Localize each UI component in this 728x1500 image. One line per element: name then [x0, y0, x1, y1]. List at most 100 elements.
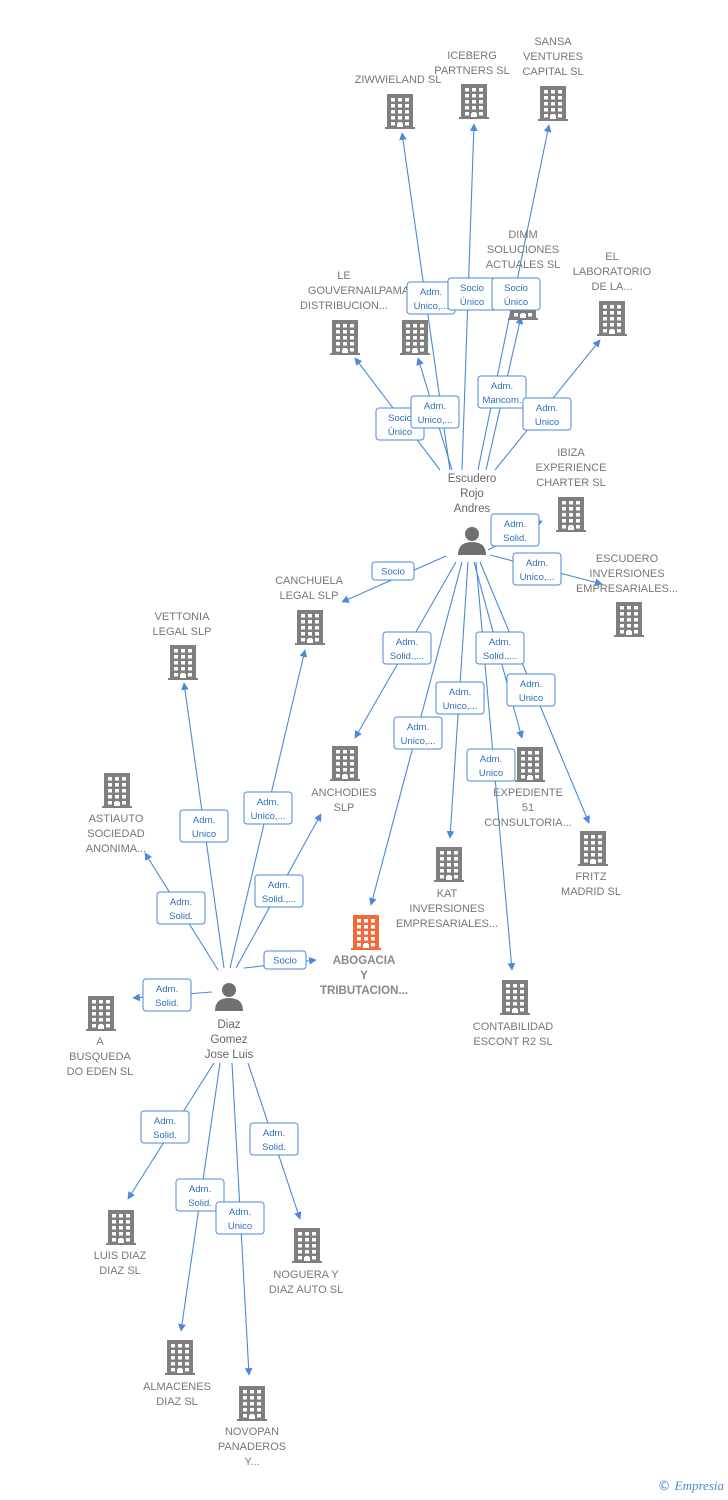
- diaz-label-line: Gomez: [210, 1034, 247, 1046]
- edge-label-text: Adm.: [154, 1116, 176, 1127]
- edge-label-escudero-laboratorio[interactable]: Adm.Unico: [522, 397, 572, 431]
- company-node-expediente[interactable]: EXPEDIENTE51CONSULTORIA...: [484, 747, 572, 829]
- edge-label-escudero-fritz[interactable]: Adm.Unico: [506, 673, 556, 707]
- edge-label-escudero-contabilidad[interactable]: Adm.Unico: [466, 748, 516, 782]
- company-node-contabilidad[interactable]: CONTABILIDAD ESCONT R2 SL: [473, 980, 554, 1048]
- edge-label-text: Único: [388, 427, 412, 438]
- company-node-kat[interactable]: KATINVERSIONESEMPRESARIALES...: [396, 847, 498, 930]
- building-icon: [597, 301, 627, 336]
- escudero_inv-label-line: EMPRESARIALES...: [576, 583, 678, 595]
- edge-label-text: Solid.: [153, 1130, 177, 1141]
- edge-label-diaz-abogacia[interactable]: Socio: [263, 950, 307, 970]
- edge-label-diaz-vettonia[interactable]: Adm.Unico: [179, 809, 229, 843]
- building-icon: [86, 996, 116, 1031]
- building-icon: [295, 610, 325, 645]
- sansa-label-line: SANSA: [534, 36, 572, 48]
- edge-label-diaz-novopan[interactable]: Adm.Unico: [215, 1201, 265, 1235]
- edge-label-text: Adm.: [504, 519, 526, 530]
- person-icon: [458, 527, 486, 555]
- edge-label-text: Unico,...: [401, 736, 436, 747]
- ziwwieland-label: ZIWWIELAND SL: [355, 74, 442, 86]
- edge-label-text: Adm.: [257, 797, 279, 808]
- company-node-escudero_inv[interactable]: ESCUDEROINVERSIONESEMPRESARIALES...: [576, 553, 678, 637]
- edge-label-diaz-busqueda[interactable]: Adm.Solid.: [142, 978, 192, 1012]
- edge-label-diaz-almacenes[interactable]: Adm.Solid.: [175, 1178, 225, 1212]
- edge-label-diaz-canchuela[interactable]: Adm.Unico,...: [243, 791, 293, 825]
- canchuela-label-line: LEGAL SLP: [280, 590, 339, 602]
- company-node-novopan[interactable]: NOVOPANPANADEROSY...: [218, 1386, 286, 1468]
- edge-label-diaz-astiauto[interactable]: Adm.Solid.: [156, 891, 206, 925]
- dimm-label-line: ACTUALES SL: [486, 259, 561, 271]
- noguera-label-line: DIAZ AUTO SL: [269, 1284, 343, 1296]
- company-node-abogacia[interactable]: ABOGACIAYTRIBUTACION...: [320, 915, 408, 997]
- edge-label-diaz-anchodies[interactable]: Adm.Solid.,...: [254, 874, 304, 908]
- edge-label-escudero-escudero_inv[interactable]: Adm.Unico,...: [512, 552, 562, 586]
- vettonia-label-line: VETTONIA: [155, 611, 210, 623]
- company-node-pama[interactable]: PAMA: [379, 285, 430, 355]
- edge-label-text: Único: [504, 297, 528, 308]
- company-node-canchuela[interactable]: CANCHUELA LEGAL SLP: [275, 575, 344, 645]
- edge-label-escudero-canchuela[interactable]: Socio: [371, 561, 415, 581]
- pama-label-line: PAMA: [379, 285, 410, 297]
- company-node-gouvernail[interactable]: LEGOUVERNAILDISTRIBUCION...: [300, 270, 388, 355]
- contabilidad-label-line: ESCONT R2 SL: [473, 1036, 552, 1048]
- busqueda-label-line: BUSQUEDA: [69, 1051, 131, 1063]
- edge-label-text: Adm.: [480, 754, 502, 765]
- brand-footer[interactable]: ©Empresia: [658, 1478, 724, 1494]
- canchuela-label-line: CANCHUELA: [275, 575, 344, 587]
- brand-name: Empresia: [674, 1478, 724, 1493]
- edge-label-escudero-anchodies[interactable]: Adm.Solid.,...: [382, 631, 432, 665]
- building-icon: [165, 1340, 195, 1375]
- abogacia-label-line: TRIBUTACION...: [320, 985, 408, 997]
- edge-label-box: [215, 1201, 265, 1235]
- astiauto-label-line: ANONIMA...: [86, 843, 147, 855]
- novopan-label-line: NOVOPAN: [225, 1426, 279, 1438]
- edge-label-escudero-abogacia[interactable]: Adm.Unico,...: [393, 716, 443, 750]
- edge-label-box: [522, 397, 572, 431]
- building-icon: [102, 773, 132, 808]
- astiauto-label-line: ASTIAUTO: [89, 813, 144, 825]
- edge-label-text: Adm.: [189, 1184, 211, 1195]
- edge-label-box: [249, 1122, 299, 1156]
- edge-label-escudero-kat[interactable]: Adm.Unico,...: [435, 681, 485, 715]
- company-node-ziwwieland[interactable]: ZIWWIELAND SL: [355, 74, 442, 129]
- building-icon: [330, 746, 360, 781]
- edge-label-diaz-noguera[interactable]: Adm.Solid.: [249, 1122, 299, 1156]
- edge-label-escudero-ibiza[interactable]: Adm.Solid.: [490, 513, 540, 547]
- expediente-label-line: EXPEDIENTE: [493, 787, 563, 799]
- edge-label-escudero-expediente[interactable]: Adm.Solid.,...: [475, 631, 525, 665]
- edge-label-escudero-pama[interactable]: Adm.Unico,...: [410, 395, 460, 429]
- contabilidad-label-line: CONTABILIDAD: [473, 1021, 554, 1033]
- edge-label-diaz-luis[interactable]: Adm. Solid.: [140, 1110, 190, 1144]
- edge-label-box: [243, 791, 293, 825]
- company-node-astiauto[interactable]: ASTIAUTOSOCIEDADANONIMA...: [86, 773, 147, 855]
- edge-label-text: Adm.: [491, 381, 513, 392]
- canchuela-label: CANCHUELA LEGAL SLP: [275, 575, 344, 602]
- edge-label-box: [175, 1178, 225, 1212]
- edge-label-text: Unico: [519, 693, 543, 704]
- edge-label-text: Adm.: [268, 880, 290, 891]
- edge-label-escudero-dimm[interactable]: Adm.Mancom.: [477, 375, 527, 409]
- edge-label-text: Adm.: [263, 1128, 285, 1139]
- edge-label-box: [371, 561, 415, 581]
- copyright-symbol: ©: [657, 1479, 671, 1494]
- diaz-label-line: Jose Luis: [205, 1049, 254, 1061]
